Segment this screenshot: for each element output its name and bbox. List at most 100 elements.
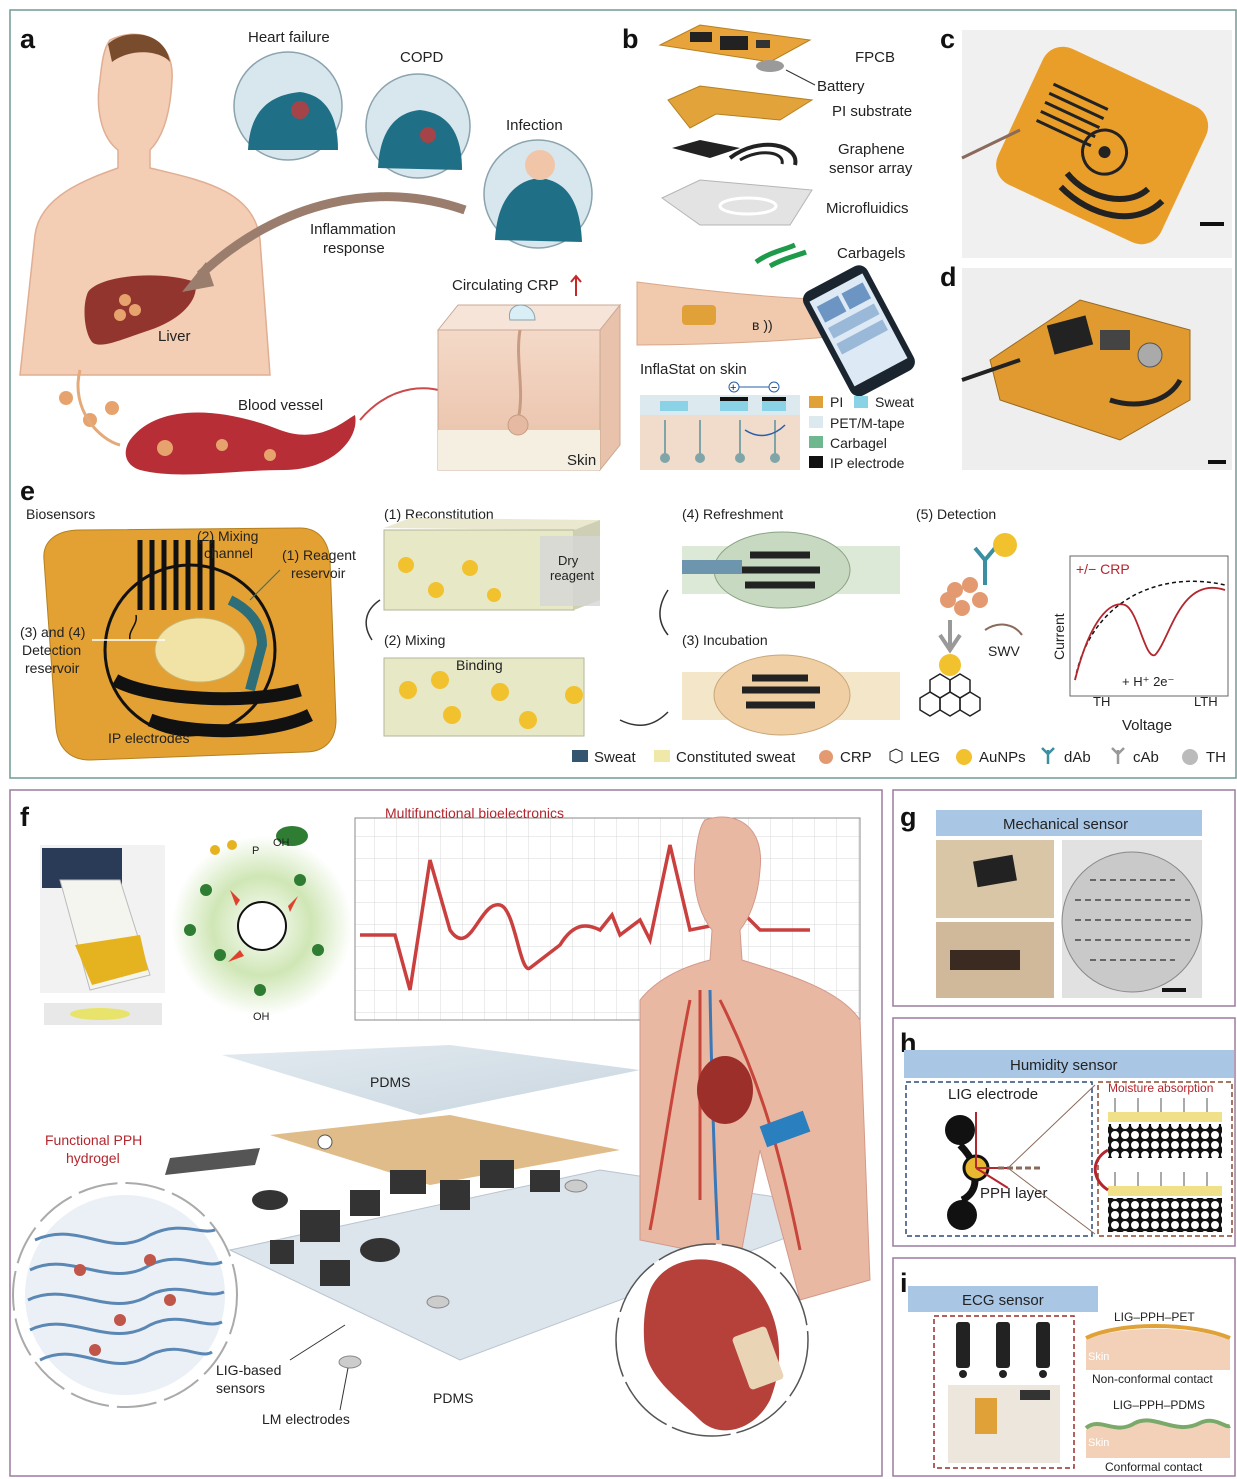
fpcb-label: FPCB [855,49,895,66]
panel-a: a Liver Inflammation response Heart fail… [20,24,620,474]
panel-a-letter: a [20,24,36,54]
lig-pph-pdms-label: LIG–PPH–PDMS [1113,1398,1205,1412]
battery-label: Battery [817,78,865,95]
graphene-label-2: sensor array [829,160,913,177]
moisture-label: Moisture absorption [1108,1081,1213,1095]
legend-dab: dAb [1064,749,1091,766]
biosensors-label: Biosensors [26,506,95,522]
legend-ip: IP electrode [830,455,905,471]
step2-label: (2) Mixing [384,632,445,648]
panel-c-letter: c [940,24,955,54]
pph-oh-label: OH [273,837,290,849]
legend-crp-icon [819,750,833,764]
panel-f-letter: f [20,802,30,832]
pph-hydrogel-label-1: Functional PPH [45,1132,142,1148]
mixing-channel-label-2: channel [204,545,253,561]
lig-pph-pet-label: LIG–PPH–PET [1114,1310,1195,1324]
panel-e: e Biosensors (2) Mixing channel (1) Reag… [20,476,1228,766]
legend-crp: CRP [840,749,872,766]
legend-th-icon [1182,749,1198,765]
th-label: TH [1093,694,1110,709]
legend-pet-swatch [809,416,823,428]
legend-sweat: Sweat [594,749,637,766]
lig-label-1: LIG-based [216,1362,281,1378]
skin-label-2: Skin [1088,1437,1109,1449]
inflastat-label: InflaStat on skin [640,361,747,378]
svg-text:−: − [771,382,777,394]
legend-carbagel-swatch [809,436,823,448]
inflammation-label-2: response [323,240,385,257]
step3-chamber [714,655,850,735]
swv-label: SWV [988,643,1021,659]
detection-label-1: (3) and (4) [20,624,85,640]
pdms-bottom-label: PDMS [433,1390,473,1406]
carbagels-label: Carbagels [837,245,905,262]
legend-leg: LEG [910,749,940,766]
reagent-label-2: reservoir [291,565,346,581]
panel-i-title: ECG sensor [962,1292,1044,1309]
legend-dab-icon [1042,748,1054,764]
panel-h-title: Humidity sensor [1010,1057,1118,1074]
legend-sweat-swatch [854,396,868,408]
svg-text:+: + [730,382,736,394]
legend-leg-icon [890,749,902,763]
scale-bar [1208,460,1226,464]
panel-f: f P OH OH Multifunctional bioelectronics… [13,802,870,1436]
dry-reagent-label-1: Dry [558,553,579,568]
conformal-label: Conformal contact [1105,1460,1203,1474]
panel-h: h Humidity sensor LIG electrode PPH laye… [900,1028,1234,1236]
panel-i: i ECG sensor LIG–PPH–PET Skin Non-confor… [900,1268,1230,1474]
panel-e-letter: e [20,476,35,506]
pph-oh-bottom-label: OH [253,1011,270,1023]
crp-pm-label: +/− CRP [1076,561,1130,577]
legend-sweat: Sweat [875,394,914,410]
legend-constituted: Constituted sweat [676,749,796,766]
inflammation-label-1: Inflammation [310,221,396,238]
legend-pi-swatch [809,396,823,408]
lth-label: LTH [1194,694,1218,709]
legend-cab-icon [1112,748,1124,764]
voltage-axis-label: Voltage [1122,717,1172,734]
legend-constituted-swatch [654,750,670,762]
bluetooth-icon: ʙ )) [752,317,773,333]
panel-i-letter: i [900,1268,908,1298]
panel-g: g Mechanical sensor [900,802,1202,998]
liver-label: Liver [158,328,191,345]
infection-label: Infection [506,117,563,134]
legend-carbagel: Carbagel [830,435,887,451]
copd-label: COPD [400,49,444,66]
legend-aunps: AuNPs [979,749,1026,766]
step4-label: (4) Refreshment [682,506,783,522]
ip-electrodes-label: IP electrodes [108,730,189,746]
step5-label: (5) Detection [916,506,996,522]
panel-g-title: Mechanical sensor [1003,816,1128,833]
skin-label-1: Skin [1088,1351,1109,1363]
pph-hydrogel-label-2: hydrogel [66,1150,120,1166]
reagent-label-1: (1) Reagent [282,547,356,563]
panel-b: b FPCB Battery PI substrate Graphene sen… [622,24,918,471]
blood-vessel-label: Blood vessel [238,397,323,414]
scale-bar [1200,222,1224,226]
multifunctional-title: Multifunctional bioelectronics [385,805,564,821]
legend-pi: PI [830,394,843,410]
legend-pet: PET/M-tape [830,415,905,431]
panel-d: d [940,262,1232,470]
legend-th: TH [1206,749,1226,766]
lm-label: LM electrodes [262,1411,350,1427]
skin-label: Skin [567,452,596,469]
binding-label: Binding [456,657,503,673]
panel-b-letter: b [622,24,639,54]
nonconformal-label: Non-conformal contact [1092,1372,1213,1386]
reaction-label: + H⁺ 2e⁻ [1122,674,1174,689]
pph-layer-label: PPH layer [980,1185,1048,1202]
legend-sweat-swatch [572,750,588,762]
step3-label: (3) Incubation [682,632,768,648]
dry-reagent-label-2: reagent [550,568,594,583]
legend-cab: cAb [1133,749,1159,766]
lig-electrode-label: LIG electrode [948,1086,1038,1103]
pdms-top-label: PDMS [370,1074,410,1090]
panel-d-letter: d [940,262,957,292]
heart-failure-label: Heart failure [248,29,330,46]
